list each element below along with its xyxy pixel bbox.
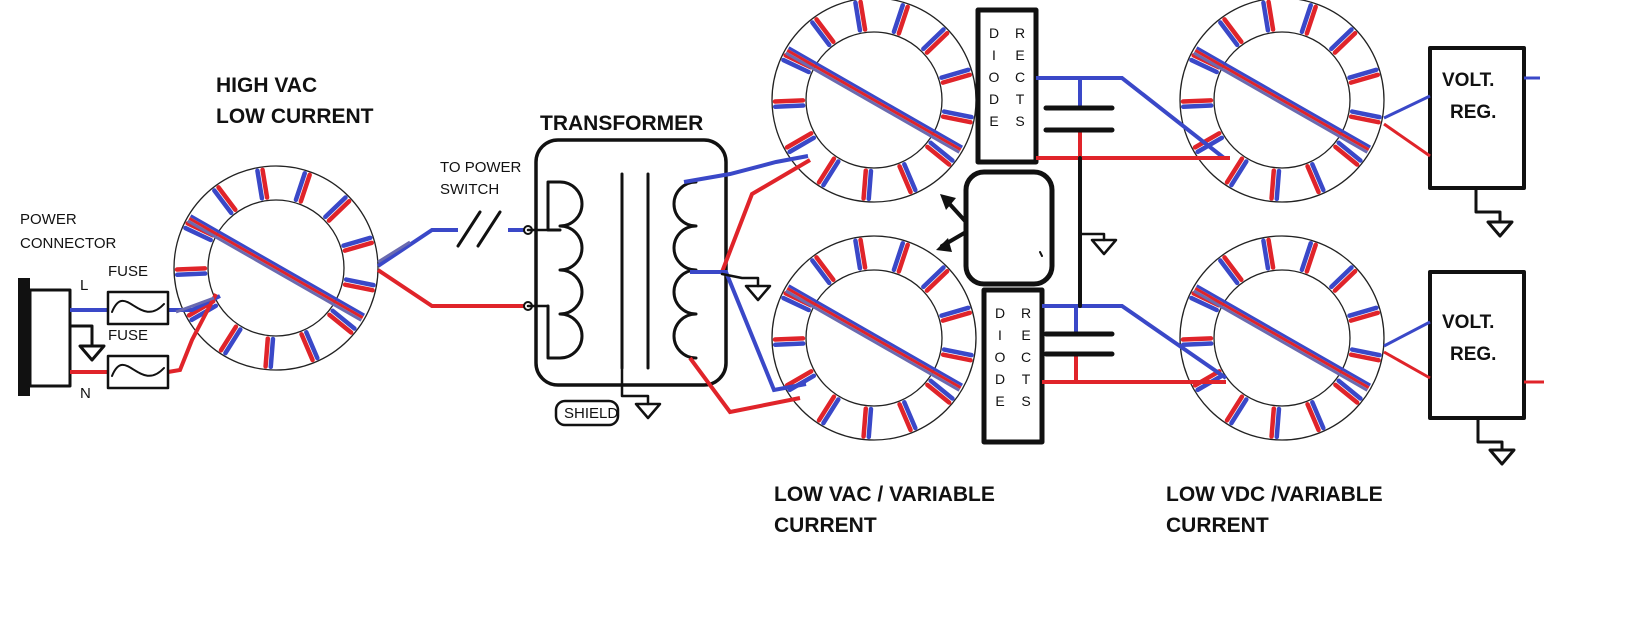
to-power-switch-label: TO POWER <box>440 159 522 176</box>
toroid-low-vdc-bottom <box>1179 235 1385 441</box>
svg-text:T: T <box>1022 371 1031 387</box>
primary-wiring <box>376 210 533 311</box>
svg-text:E: E <box>989 113 998 129</box>
volt-reg-bottom-label: REG. <box>1450 344 1496 365</box>
svg-text:E: E <box>995 393 1004 409</box>
to-power-switch-label: SWITCH <box>440 181 499 198</box>
low-vdc-label: LOW VDC /VARIABLE <box>1166 483 1383 506</box>
voltage-regulator-bottom <box>1383 270 1544 466</box>
svg-text:D: D <box>989 91 999 107</box>
center-box <box>936 169 1055 287</box>
input-wiring <box>68 293 221 374</box>
low-vac-label: LOW VAC / VARIABLE <box>774 483 995 506</box>
svg-text:O: O <box>995 349 1006 365</box>
toroid-layer <box>173 0 1385 441</box>
svg-text:R: R <box>1015 25 1025 41</box>
toroid-low-vdc-top <box>1179 0 1385 203</box>
svg-text:T: T <box>1016 91 1025 107</box>
high-vac-label: LOW CURRENT <box>216 105 374 128</box>
l-terminal-label: L <box>80 277 88 294</box>
transformer <box>526 138 728 427</box>
svg-text:E: E <box>1021 327 1030 343</box>
labels: POWER CONNECTOR L N FUSE FUSE HIGH VAC L… <box>20 25 1496 537</box>
fuse-top <box>106 290 170 326</box>
svg-text:C: C <box>1021 349 1031 365</box>
power-connector-label: CONNECTOR <box>20 235 117 252</box>
svg-text:S: S <box>1015 113 1024 129</box>
svg-text:C: C <box>1015 69 1025 85</box>
dc-wiring <box>1036 76 1230 384</box>
volt-reg-top-label: VOLT. <box>1442 70 1494 91</box>
power-connector-label: POWER <box>20 211 77 228</box>
diode-rectifier-top <box>975 7 1039 165</box>
fuse-bottom-label: FUSE <box>108 327 148 344</box>
voltage-regulator-top <box>1383 46 1540 238</box>
svg-text:O: O <box>989 69 1000 85</box>
svg-text:I: I <box>998 327 1002 343</box>
shield-label: SHIELD <box>564 405 618 422</box>
toroid-low-vac-bottom <box>771 235 977 441</box>
svg-text:D: D <box>989 25 999 41</box>
svg-text:S: S <box>1021 393 1030 409</box>
low-vac-label: CURRENT <box>774 514 877 537</box>
toroid-high-vac <box>173 165 379 371</box>
secondary-wiring <box>683 154 812 415</box>
svg-text:D: D <box>995 305 1005 321</box>
low-vdc-label: CURRENT <box>1166 514 1269 537</box>
svg-text:E: E <box>1015 47 1024 63</box>
fuse-top-label: FUSE <box>108 263 148 280</box>
toroid-low-vac-top <box>771 0 977 203</box>
svg-text:D: D <box>995 371 1005 387</box>
volt-reg-bottom-label: VOLT. <box>1442 312 1494 333</box>
svg-text:I: I <box>992 47 996 63</box>
fuse-bottom <box>106 354 170 390</box>
power-connector <box>18 278 72 396</box>
n-terminal-label: N <box>80 385 91 402</box>
diode-rectifier-bottom <box>981 287 1045 445</box>
volt-reg-top-label: REG. <box>1450 102 1496 123</box>
svg-text:R: R <box>1021 305 1031 321</box>
high-vac-label: HIGH VAC <box>216 74 317 97</box>
transformer-label: TRANSFORMER <box>540 112 703 135</box>
